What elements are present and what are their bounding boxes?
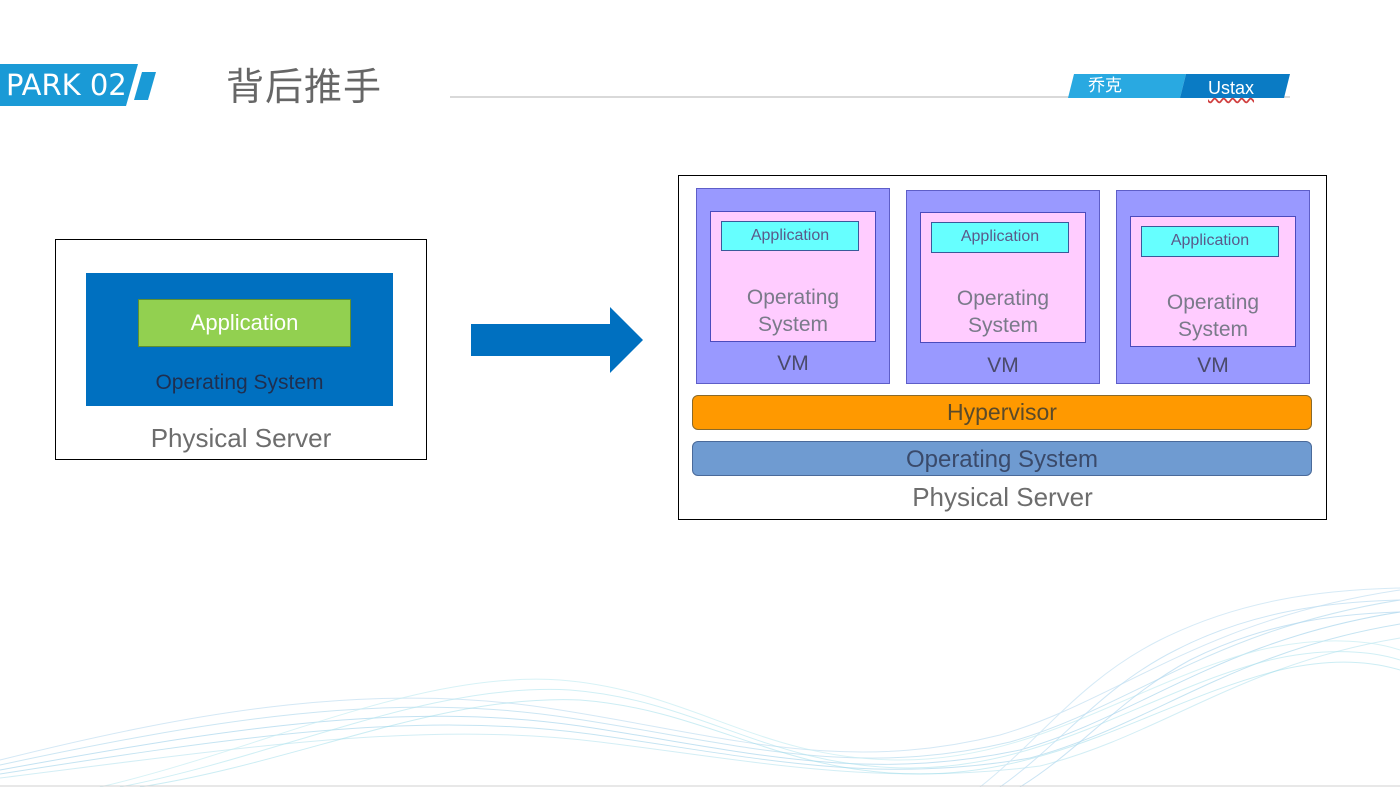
decorative-waves [0,560,1400,792]
vm-application: Application [931,222,1069,253]
guest-os-label-line2: System [757,313,828,336]
guest-os-label-line2: System [967,314,1038,337]
page-title: 背后推手 [226,65,383,109]
physical-server-label: Physical Server [150,423,332,453]
os-layer-label: Operating System [155,371,324,394]
guest-os-label-line2: System [1177,318,1248,341]
hypervisor-layer: Hypervisor [692,395,1312,430]
author-name-en: Ustax [1208,78,1255,98]
section-tag-label: PARK 02 [6,68,127,102]
guest-os-label-line1: Operating [1166,291,1260,314]
application-block: Application [138,299,351,347]
author-name-cn: 乔克 [1088,76,1122,96]
section-tag [0,64,156,106]
physical-server-label: Physical Server [912,482,1093,512]
guest-os-label-line1: Operating [746,286,840,309]
author-badge [1068,74,1290,98]
title-divider [450,96,1290,98]
vm-application: Application [1141,226,1279,257]
vm-label: VM [987,354,1019,377]
transition-arrow-icon [470,307,644,378]
vm-label: VM [1197,354,1229,377]
vm-label: VM [777,352,809,375]
host-os-layer: Operating System [692,441,1312,476]
guest-os-label-line1: Operating [956,287,1050,310]
vm-application: Application [721,221,859,251]
